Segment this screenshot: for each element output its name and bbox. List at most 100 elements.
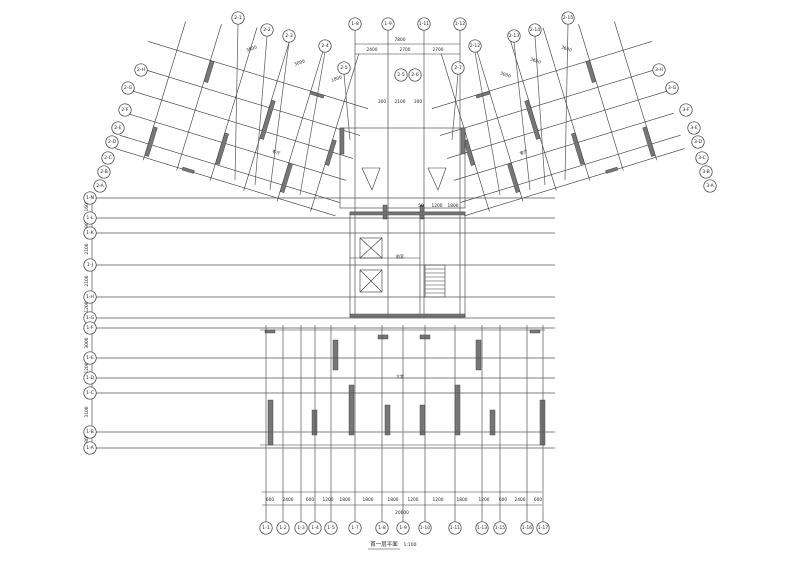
svg-text:1-13: 1-13 (477, 525, 488, 531)
bottom-axis-bubble: 1-4 (308, 521, 322, 535)
svg-text:2-B: 2-B (100, 169, 108, 175)
left-wing: 客厅 (115, 21, 369, 217)
left-axis-bubble: 1-D (83, 371, 97, 385)
right-wing-axis-bubble: 3-H (652, 63, 666, 77)
right-wing-axis-bubble: 3-C (695, 151, 709, 165)
wall-segment (259, 99, 276, 140)
svg-text:2-7: 2-7 (454, 65, 462, 71)
svg-text:1-A: 1-A (86, 445, 94, 451)
column (332, 339, 339, 371)
top-axis-bubble: 2-6 (408, 68, 422, 82)
svg-text:1-2: 1-2 (279, 525, 287, 531)
bottom-axis-bubble: 1-3 (294, 521, 308, 535)
left-dim-segment: 1800 (84, 434, 90, 445)
column (311, 409, 318, 436)
svg-text:1-F: 1-F (86, 325, 94, 331)
svg-text:2-5: 2-5 (340, 65, 348, 71)
left-dim-segment: 1200 (84, 362, 90, 373)
svg-text:2-A: 2-A (96, 183, 104, 189)
svg-text:1-3: 1-3 (297, 525, 305, 531)
svg-text:3-A: 3-A (706, 183, 714, 189)
svg-text:1-12: 1-12 (455, 21, 466, 27)
top-axis-bubble: 2-2 (260, 23, 274, 37)
bottom-dim-segment: 600 (266, 497, 274, 503)
left-dim-segment: 1900 (84, 219, 90, 230)
right-wing-dim-2: 3600 (529, 56, 542, 65)
left-wing-dim-2: 3000 (293, 58, 306, 67)
svg-text:1-5: 1-5 (327, 525, 335, 531)
left-wing-axis-bubble: 2-G (121, 81, 135, 95)
bottom-axis-bubble: 1-7 (348, 521, 362, 535)
core-wall (349, 313, 466, 318)
column (489, 409, 496, 436)
column (475, 339, 482, 371)
elevator-2 (359, 269, 383, 293)
wall-segment (181, 166, 195, 174)
core-dim-2: 2100 (395, 99, 406, 105)
core-dim-m1: 1200 (432, 203, 443, 209)
elevator-1 (359, 237, 383, 259)
svg-text:1-15: 1-15 (495, 525, 506, 531)
column (454, 384, 461, 436)
svg-text:1-H: 1-H (86, 294, 94, 300)
bottom-dim-segment: 1200 (408, 497, 419, 503)
bottom-axis-bubble: 1-1 (259, 521, 273, 535)
column (267, 399, 274, 446)
top-dim-2: 2700 (400, 47, 411, 53)
left-dim-segment: 2100 (84, 243, 90, 254)
axis-lines (96, 23, 569, 522)
svg-text:1-C: 1-C (86, 390, 94, 396)
svg-text:2-F: 2-F (121, 107, 129, 113)
left-axis-bubble: 1-N (83, 191, 97, 205)
core-axis-bubble: 1-12 (453, 17, 467, 31)
svg-text:3-G: 3-G (668, 85, 677, 91)
core-dim-m2: 1800 (448, 203, 459, 209)
axis-line (474, 51, 501, 196)
wall-segment (324, 139, 337, 166)
column (419, 404, 426, 436)
left-axis-bubble: 1-K (83, 226, 97, 240)
shaft-left (361, 167, 381, 191)
core-dim-3: 300 (414, 99, 422, 105)
svg-text:2-15: 2-15 (563, 15, 574, 21)
bottom-axis-bubble: 1-11 (448, 521, 462, 535)
wall-segment (585, 60, 597, 83)
svg-text:2-4: 2-4 (321, 43, 329, 49)
svg-text:1-10: 1-10 (420, 525, 431, 531)
bottom-dim-segment: 2400 (283, 497, 294, 503)
wall-segment (571, 132, 585, 165)
title-text: 首一层平面 (370, 540, 398, 548)
core-axis-bubble: 1-11 (417, 17, 431, 31)
core-axis-bubble: 1-9 (381, 17, 395, 31)
svg-text:1-4: 1-4 (311, 525, 319, 531)
svg-text:2-13: 2-13 (509, 33, 520, 39)
bottom-axis-bubble: 1-5 (324, 521, 338, 535)
central-core: 前室 (339, 100, 466, 318)
room-label-right: 客厅 (519, 148, 528, 156)
bottom-axis-bubble: 1-13 (475, 521, 489, 535)
svg-text:3-H: 3-H (655, 67, 663, 73)
right-wing-axis-bubble: 3-G (665, 81, 679, 95)
right-wing-axis-bubble: 3-B (699, 165, 713, 179)
top-axis-bubble: 2-14 (528, 23, 542, 37)
bottom-axis-bubble: 1-2 (276, 521, 290, 535)
right-wing-axis-bubble: 3-A (703, 179, 717, 193)
svg-text:1-8: 1-8 (351, 21, 359, 27)
bottom-dim-segment: 1800 (457, 497, 468, 503)
bottom-dim-segment: 600 (499, 497, 507, 503)
svg-text:1-9: 1-9 (399, 525, 407, 531)
right-wing-axis-bubble: 3-D (691, 135, 705, 149)
top-dim-3: 2700 (433, 47, 444, 53)
svg-text:1-11: 1-11 (419, 21, 430, 27)
core-wall (339, 127, 345, 155)
axis-line (254, 35, 268, 186)
bottom-axis-bubble: 1-15 (493, 521, 507, 535)
left-dim-segment: 3100 (84, 406, 90, 417)
core-dim-mid: 50 (418, 203, 424, 209)
top-axis-bubble: 2-3 (282, 29, 296, 43)
top-axis-bubble: 2-7 (451, 61, 465, 75)
left-dim-segment: 3000 (84, 337, 90, 348)
axis-line (451, 73, 459, 141)
